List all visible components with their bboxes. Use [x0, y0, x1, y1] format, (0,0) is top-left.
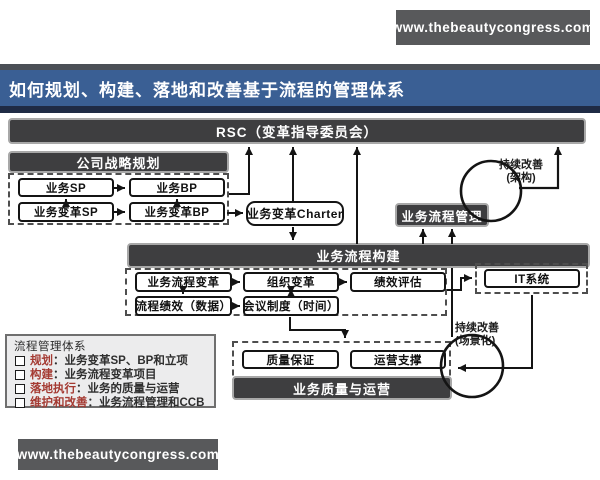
box-business-bp: 业务BP — [129, 178, 225, 197]
box-performance-evaluation: 绩效评估 — [350, 272, 446, 292]
box-business-sp: 业务SP — [18, 178, 114, 197]
box-org-change: 组织变革 — [243, 272, 339, 292]
box-quality-assurance: 质量保证 — [242, 350, 339, 369]
page-title: 如何规划、构建、落地和改善基于流程的管理体系 — [0, 70, 600, 106]
watermark-top: www.thebeautycongress.com — [392, 10, 594, 45]
legend-item-build: 构建 ：业务流程变革项目 — [14, 369, 208, 383]
title-strip-top — [0, 64, 600, 70]
strategy-group — [8, 173, 229, 225]
box-business-change-charter: 业务变革Charter — [246, 201, 344, 226]
rsc-bar: RSC（变革指导委员会） — [8, 118, 586, 144]
checkbox-icon — [15, 370, 25, 381]
box-process-performance: 流程绩效（数据） — [135, 296, 232, 316]
checkbox-icon — [15, 356, 25, 367]
box-process-change: 业务流程变革 — [135, 272, 232, 292]
ci-architecture-line1: 持续改善 — [499, 159, 543, 171]
watermark-bottom: www.thebeautycongress.com — [17, 439, 219, 470]
box-it-system: IT系统 — [484, 269, 580, 288]
it-group — [475, 263, 588, 294]
box-process-management: 业务流程管理 — [395, 203, 489, 227]
label-continuous-improvement-scenario: 持续改善 (场景化) — [455, 322, 515, 348]
box-business-change-bp: 业务变革BP — [129, 202, 225, 222]
checkbox-icon — [15, 398, 25, 409]
legend-title: 流程管理体系 — [14, 341, 86, 353]
legend-item-execute: 落地执行 ：业务的质量与运营 — [14, 383, 208, 397]
legend-item-plan: 规划 ：业务变革SP、BP和立项 — [14, 355, 208, 369]
box-operation-support: 运营支撑 — [350, 350, 446, 369]
ci-architecture-line2: (架构) — [506, 172, 536, 184]
operation-bar: 业务质量与运营 — [232, 376, 452, 400]
box-business-change-sp: 业务变革SP — [18, 202, 114, 222]
checkbox-icon — [15, 384, 25, 395]
ci-scenario-line1: 持续改善 — [455, 322, 499, 334]
title-strip-bottom — [0, 106, 600, 113]
legend-item-maintain: 维护和改善 ：业务流程管理和CCB — [14, 397, 208, 411]
box-meeting-system: 会议制度（时间） — [243, 296, 339, 316]
ci-scenario-line2: (场景化) — [455, 335, 496, 347]
strategy-header: 公司战略规划 — [8, 151, 229, 173]
label-continuous-improvement-architecture: 持续改善 (架构) — [492, 159, 550, 185]
legend-box: 流程管理体系 规划 ：业务变革SP、BP和立项 构建 ：业务流程变革项目 落地执… — [5, 334, 216, 411]
